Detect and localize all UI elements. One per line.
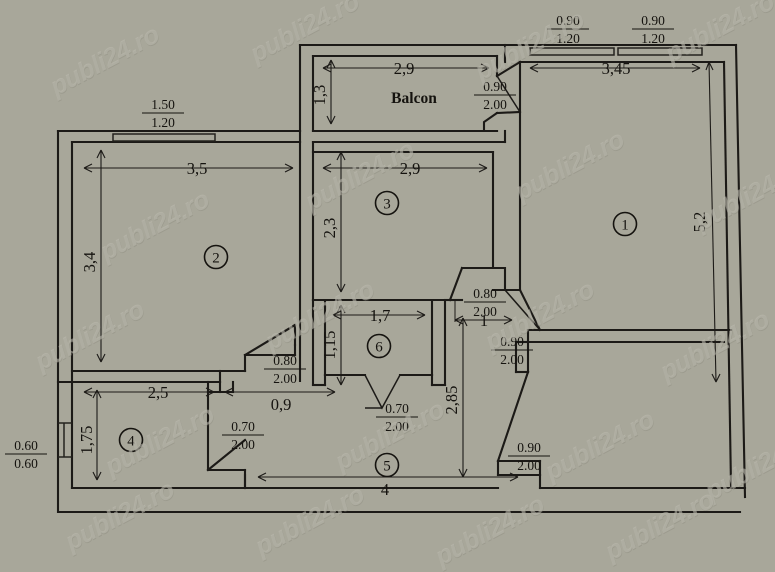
room-circle-2 [203, 244, 229, 270]
dim-room3-width: 2,9 [400, 159, 421, 178]
window-room4-top: 0.60 [14, 438, 38, 453]
door-room6: 0.70 2.00 [376, 401, 418, 434]
window-room1-left-bottom: 1.20 [556, 31, 580, 46]
dim-room3-height: 2,3 [320, 218, 339, 239]
room-marker-4: 4 [118, 427, 144, 453]
dim-balcon-height: 1,3 [310, 85, 329, 106]
door-room4-bottom: 2.00 [231, 437, 255, 452]
window-room1-left: 0.90 1.20 [547, 13, 589, 46]
opening-labels: 1.501.200.901.200.901.200.600.600.902.00… [5, 13, 674, 473]
dimension-labels: 3,5 3,4 2,9 2,3 2,9 1,3 3,45 5,2 2,5 1,7… [77, 59, 709, 499]
room-marker-2: 2 [203, 244, 229, 270]
dim-room4-width: 2,5 [148, 383, 169, 402]
room-circle-3 [374, 190, 400, 216]
room-number-4: 4 [127, 434, 135, 450]
outer-walls [56, 43, 747, 514]
room-number-5: 5 [383, 459, 391, 475]
room-circle-5 [374, 452, 400, 478]
door-balcon-top: 0.90 [483, 79, 507, 94]
dim-room5-width: 4 [381, 480, 389, 499]
window-room1-right-bottom: 1.20 [641, 31, 665, 46]
door-room4: 0.70 2.00 [222, 419, 264, 452]
door-room2-bottom: 2.00 [273, 371, 297, 386]
room-marker-5: 5 [374, 452, 400, 478]
door-room4-top: 0.70 [231, 419, 255, 434]
room-marker-3: 3 [374, 190, 400, 216]
room-number-1: 1 [621, 218, 629, 234]
dimension-lines [83, 59, 721, 482]
dim-room1-height: 5,2 [690, 212, 709, 233]
window-room2: 1.50 1.20 [142, 97, 184, 130]
window-room4: 0.60 0.60 [5, 438, 47, 471]
dim-room4-height: 1,75 [77, 426, 96, 455]
interior-walls [56, 110, 747, 490]
window-room4-bottom: 0.60 [14, 456, 38, 471]
door-room2-top: 0.80 [273, 353, 297, 368]
room-markers: 1 2 3 4 5 6 [118, 190, 638, 478]
window-room2-bottom: 1.20 [151, 115, 175, 130]
dim-room6-height: 1,15 [320, 331, 339, 360]
window-symbols [112, 47, 703, 142]
room-number-3: 3 [383, 197, 391, 213]
door-room2: 0.80 2.00 [264, 353, 306, 386]
dim-balcon-width: 2,9 [394, 59, 415, 78]
room-circle-4 [118, 427, 144, 453]
door-balcon-bottom: 2.00 [483, 97, 507, 112]
door-room1-lower-top: 0.90 [517, 440, 541, 455]
door-symbols [207, 75, 541, 471]
room-circle-1 [612, 211, 638, 237]
door-balcon: 0.90 2.00 [474, 79, 516, 112]
window-room2-top: 1.50 [151, 97, 175, 112]
door-room1-upper: 0.90 2.00 [491, 334, 533, 367]
balcon-label: Balcon [391, 90, 437, 107]
door-room1-lower: 0.90 2.00 [508, 440, 550, 473]
dim-hall-gap: 0,9 [271, 395, 292, 414]
dim-hall-gap-right: 1 [480, 311, 488, 330]
room-marker-1: 1 [612, 211, 638, 237]
door-room6-bottom: 2.00 [385, 419, 409, 434]
door-room1-upper-top: 0.90 [500, 334, 524, 349]
window-room1-right: 0.90 1.20 [632, 13, 674, 46]
dim-room6-width: 1,7 [370, 306, 391, 325]
door-room3-bottom: 2.00 [473, 304, 497, 319]
room-number-2: 2 [212, 251, 220, 267]
dim-room5-height: 2,85 [442, 386, 461, 415]
dim-room2-width: 3,5 [187, 159, 208, 178]
door-room6-top: 0.70 [385, 401, 409, 416]
room-circle-6 [366, 333, 392, 359]
room-number-6: 6 [375, 340, 383, 356]
window-room1-left-top: 0.90 [556, 13, 580, 28]
window-room1-right-top: 0.90 [641, 13, 665, 28]
door-room1-upper-bottom: 2.00 [500, 352, 524, 367]
door-room3-top: 0.80 [473, 286, 497, 301]
door-room1-lower-bottom: 2.00 [517, 458, 541, 473]
room-marker-6: 6 [366, 333, 392, 359]
dim-room2-height: 3,4 [80, 252, 99, 273]
door-room3: 0.80 2.00 [464, 286, 506, 319]
dim-room1-width: 3,45 [602, 59, 631, 78]
